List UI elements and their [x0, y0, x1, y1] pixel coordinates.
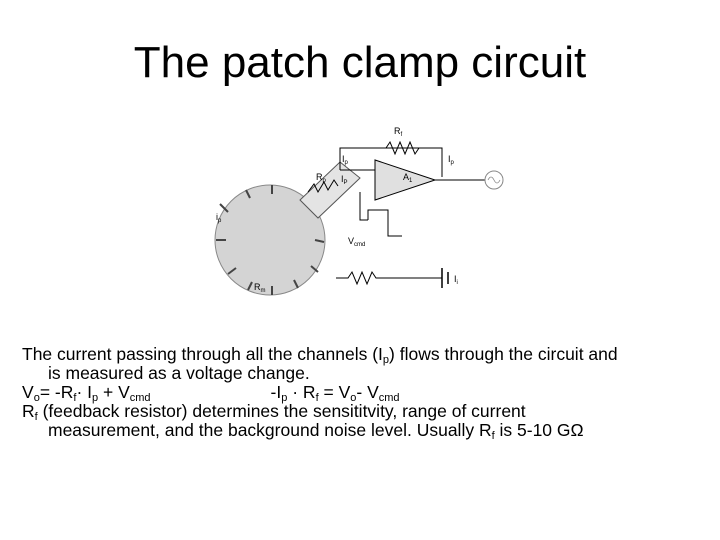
label-rp: Rp	[316, 172, 327, 184]
feedback-resistor	[385, 140, 420, 156]
vcmd-wire	[359, 192, 368, 221]
label-amp: A1	[403, 172, 413, 184]
paragraph-current: The current passing through all the chan…	[22, 344, 618, 383]
label-ip-inner: IP	[341, 174, 348, 186]
label-battery: Ii	[454, 274, 458, 286]
slide-body: The current passing through all the chan…	[22, 344, 712, 442]
patch-clamp-circuit-diagram: Rf Ip Ip Rp IP A1 ip Rm Vcmd Ii	[214, 126, 504, 296]
op-amp	[374, 159, 437, 201]
label-rf: Rf	[394, 126, 403, 138]
slide-title: The patch clamp circuit	[133, 38, 587, 87]
label-ip-side: ip	[216, 212, 222, 224]
paragraph-feedback: Rf (feedback resistor) determines the se…	[22, 401, 584, 442]
membrane-resistor	[336, 270, 442, 286]
label-ip-out: Ip	[448, 154, 455, 166]
label-ip-top: Ip	[342, 154, 349, 166]
cell-body	[214, 184, 326, 296]
pipette-resistor	[307, 179, 339, 194]
label-rm: Rm	[254, 282, 266, 294]
paragraph-equations: Vo= -Rf· Ip + Vcmd-Ip · Rf = Vo- Vcmd	[22, 382, 400, 404]
wire-pipette	[339, 147, 440, 170]
pipette	[299, 161, 361, 219]
ion-channels	[216, 185, 325, 295]
label-vcmd: Vcmd	[348, 236, 365, 248]
command-waveform	[367, 209, 402, 237]
